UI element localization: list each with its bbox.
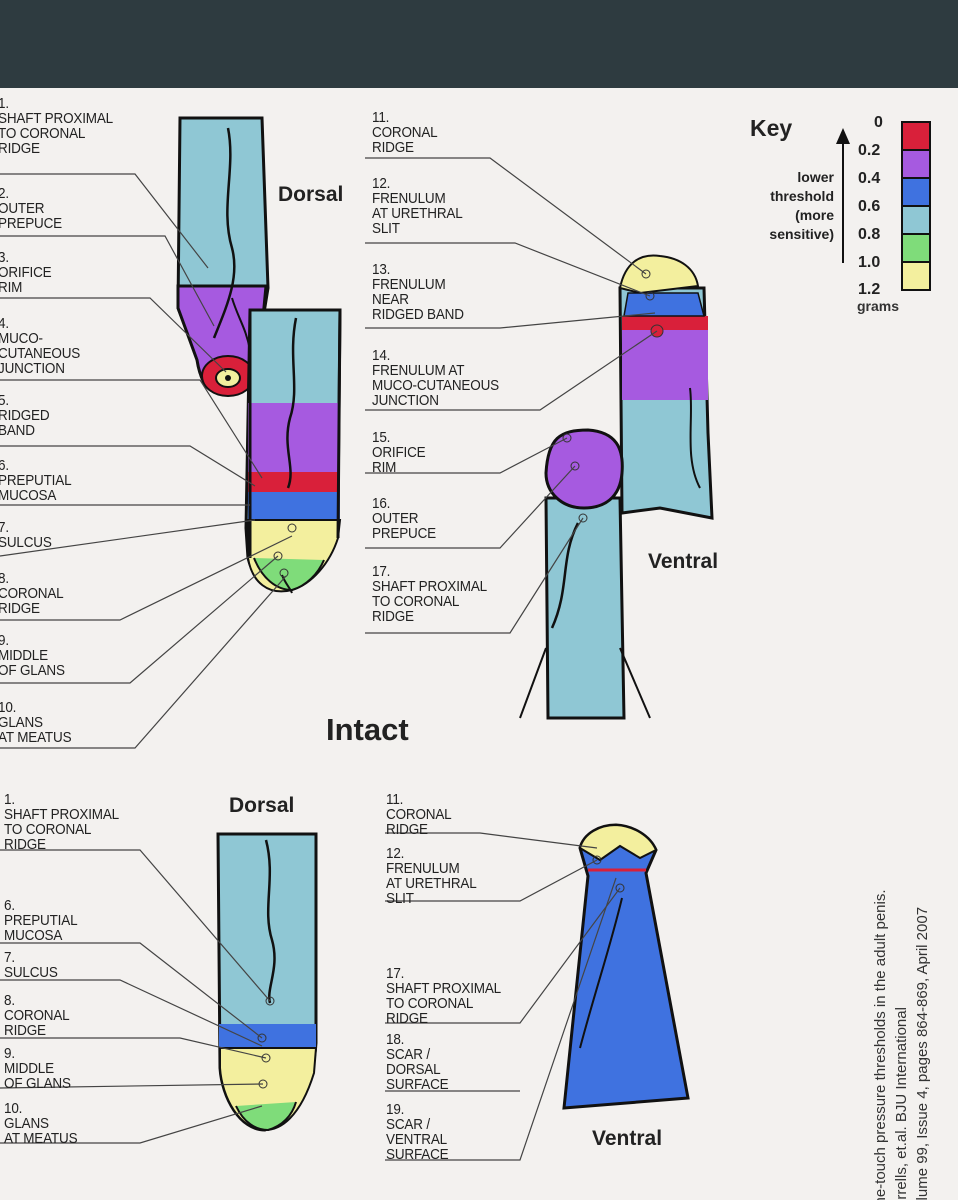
circumcised-ventral-heading: Ventral bbox=[592, 1127, 663, 1150]
key-title: Key bbox=[750, 115, 793, 141]
intact-title: Intact bbox=[326, 712, 409, 747]
intact-dorsal-heading: Dorsal bbox=[278, 183, 344, 206]
circumcised-label-7: 7.SULCUS bbox=[4, 949, 58, 981]
citation-line: Volume 99, Issue 4, pages 864-869, April… bbox=[914, 906, 931, 1200]
key-swatch bbox=[901, 149, 931, 179]
top-bar bbox=[0, 0, 958, 88]
intact-ventral-figure-front bbox=[519, 428, 651, 720]
key-caption: lower threshold (more sensitive) bbox=[744, 168, 834, 244]
citation: Fine-touch pressure thresholds in the ad… bbox=[870, 889, 933, 1200]
key-caption-line: sensitive) bbox=[769, 226, 834, 242]
key-swatch bbox=[901, 205, 931, 235]
intact-ventral-heading: Ventral bbox=[648, 550, 719, 573]
key-value-1: 0.2 bbox=[858, 142, 881, 159]
key-value-4: 0.8 bbox=[858, 226, 881, 243]
circumcised-dorsal-figure bbox=[216, 832, 318, 1132]
intact-dorsal-retracted-figure bbox=[176, 116, 270, 397]
key-swatch bbox=[901, 121, 931, 151]
key-caption-line: threshold bbox=[770, 188, 834, 204]
key-caption-line: lower bbox=[797, 169, 834, 185]
key-color-scale bbox=[901, 121, 931, 291]
key-value-5: 1.0 bbox=[858, 254, 881, 271]
key-arrow bbox=[836, 128, 850, 263]
key-value-6: 1.2 bbox=[858, 281, 881, 298]
citation-line: Sorrells, et.al. BJU International bbox=[893, 1007, 910, 1200]
intact-dorsal-figure bbox=[244, 308, 342, 594]
circumcised-ventral-figure bbox=[562, 823, 690, 1110]
intact-ventral-figure-back bbox=[618, 254, 714, 520]
key-swatch bbox=[901, 233, 931, 263]
diagram-illustration bbox=[0, 116, 931, 1161]
intact-label-7: 7.SULCUS bbox=[0, 519, 52, 551]
key-value-2: 0.4 bbox=[858, 170, 881, 187]
key-caption-line: (more bbox=[795, 207, 834, 223]
key-value-3: 0.6 bbox=[858, 198, 881, 215]
diagram-canvas: Dorsal Ventral Intact Dorsal Ventral 1.S… bbox=[0, 88, 958, 1200]
circumcised-dorsal-heading: Dorsal bbox=[229, 794, 295, 817]
key-swatch bbox=[901, 177, 931, 207]
citation-line: Fine-touch pressure thresholds in the ad… bbox=[872, 889, 889, 1200]
key-value-0: 0 bbox=[874, 114, 883, 131]
key-swatch bbox=[901, 261, 931, 291]
key-unit: grams bbox=[857, 298, 900, 314]
leader-lines bbox=[0, 157, 658, 1161]
